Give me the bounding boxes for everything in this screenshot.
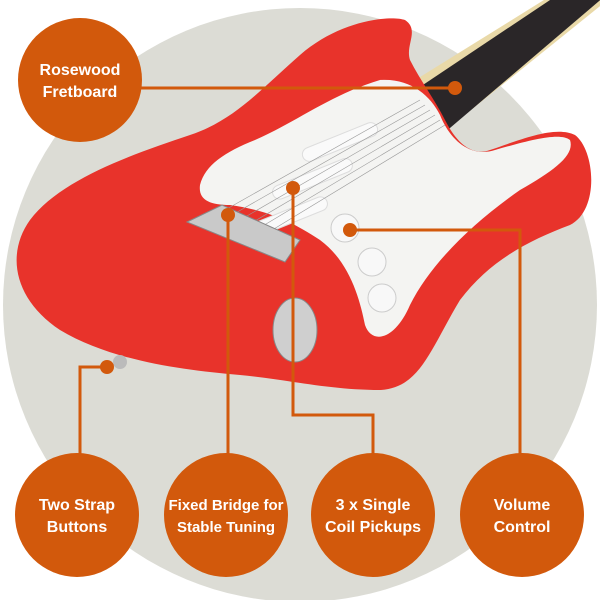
svg-text:Volume: Volume (494, 497, 551, 514)
svg-text:Coil Pickups: Coil Pickups (325, 519, 421, 536)
bridge (185, 204, 301, 263)
callout-dots (100, 81, 462, 374)
callout-pickups: 3 x Single Coil Pickups (311, 453, 435, 577)
callout-fretboard: Rosewood Fretboard (18, 18, 142, 142)
svg-text:Fretboard: Fretboard (43, 84, 118, 101)
svg-text:Stable Tuning: Stable Tuning (177, 519, 275, 536)
svg-text:Fixed Bridge for: Fixed Bridge for (168, 497, 283, 514)
pickguard (199, 79, 571, 337)
callout-strap-buttons: Two Strap Buttons (15, 453, 139, 577)
svg-text:Control: Control (494, 519, 551, 536)
strap-button (113, 355, 127, 369)
svg-text:Two Strap: Two Strap (39, 497, 115, 514)
svg-text:Rosewood: Rosewood (40, 62, 121, 79)
output-jack (272, 297, 318, 363)
svg-text:3 x Single: 3 x Single (336, 497, 411, 514)
svg-text:Buttons: Buttons (47, 519, 108, 536)
callout-lines (78, 86, 522, 455)
callout-bridge: Fixed Bridge for Stable Tuning (164, 453, 288, 577)
callout-volume: Volume Control (460, 453, 584, 577)
